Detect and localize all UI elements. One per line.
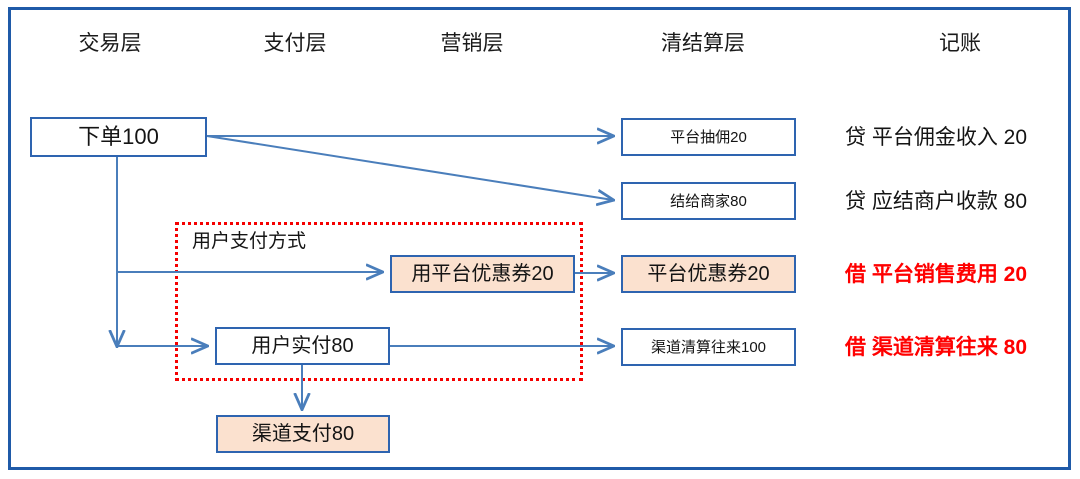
column-header-3: 清结算层 [661,32,745,55]
ledger-entry-debit-2: 借 平台销售费用 20 [845,263,1028,286]
column-header-4: 记账 [939,32,981,55]
node-order[interactable]: 下单100 [30,117,207,157]
ledger-entry-debit-3: 借 渠道清算往来 80 [845,336,1028,359]
node-channel_pay[interactable]: 渠道支付80 [216,415,390,453]
user-payment-method-group-label: 用户支付方式 [192,231,307,252]
ledger-entry-credit-0: 贷 平台佣金收入 20 [845,126,1028,149]
node-channel_clr[interactable]: 渠道清算往来100 [621,328,796,366]
node-user_paid[interactable]: 用户实付80 [215,327,390,365]
ledger-entry-credit-1: 贷 应结商户收款 80 [845,190,1028,213]
node-coupon_use[interactable]: 用平台优惠券20 [390,255,575,293]
diagram-outer-frame [8,7,1071,470]
column-header-2: 营销层 [440,32,504,55]
column-header-0: 交易层 [78,32,142,55]
node-coupon_clr[interactable]: 平台优惠券20 [621,255,796,293]
column-header-1: 支付层 [263,32,327,55]
node-commission[interactable]: 平台抽佣20 [621,118,796,156]
node-merchant[interactable]: 结给商家80 [621,182,796,220]
user-payment-method-group [175,222,583,381]
